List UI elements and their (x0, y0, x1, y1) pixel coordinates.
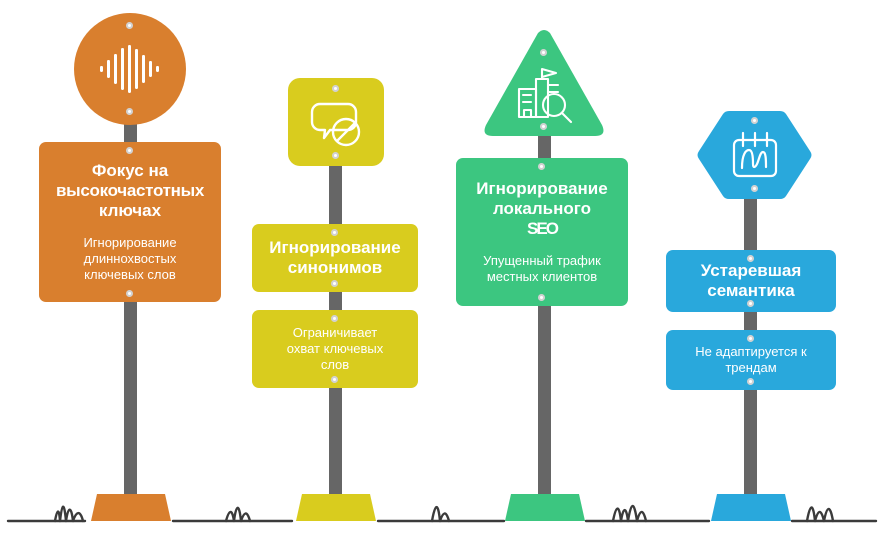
subtitle-line: ключевых слов (84, 267, 176, 283)
ground-line (6, 504, 878, 523)
panel-green-title: Игнорирование локального SEO (476, 179, 607, 239)
screw-dot (331, 229, 338, 236)
screw-dot (747, 378, 754, 385)
title-line: ключах (98, 200, 162, 220)
screw-dot (332, 85, 339, 92)
panel-blue-title[interactable]: Устаревшая семантика (666, 250, 836, 312)
screw-dot (331, 315, 338, 322)
screw-dot (332, 152, 339, 159)
audio-waveform-icon (74, 13, 186, 125)
panel-orange-subtitle: Игнорирование длиннохвостых ключевых сло… (83, 235, 176, 284)
screw-dot (331, 376, 338, 383)
city-search-icon (481, 51, 607, 140)
subtitle-line: слов (320, 357, 350, 373)
panel-yellow-subtitle[interactable]: Ограничивает охват ключевых слов (252, 310, 418, 388)
title-line: синонимов (287, 258, 383, 277)
subtitle-line: местных клиентов (486, 269, 598, 285)
subtitle-line: Упущенный трафик (483, 252, 601, 268)
screw-dot (126, 22, 133, 29)
screw-dot (538, 163, 545, 170)
title-line: Фокус на (91, 160, 169, 180)
base-yellow (296, 494, 376, 521)
screw-dot (540, 49, 547, 56)
panel-blue-title-text: Устаревшая семантика (701, 261, 802, 301)
subtitle-line: охват ключевых (286, 340, 384, 356)
screw-dot (126, 290, 133, 297)
panel-green[interactable]: Игнорирование локального SEO Упущенный т… (456, 158, 628, 306)
panel-blue-subtitle-text: Не адаптируется к трендам (695, 344, 806, 377)
title-line: Игнорирование (269, 237, 401, 257)
panel-orange[interactable]: Фокус на высокочастотных ключах Игнориро… (39, 142, 221, 302)
subtitle-line: Игнорирование (83, 234, 177, 250)
panel-orange-title: Фокус на высокочастотных ключах (56, 161, 204, 221)
calendar-trend-icon (696, 109, 813, 201)
head-shape-triangle-green (481, 29, 607, 140)
head-shape-hexagon-blue (696, 109, 813, 201)
base-green (505, 494, 585, 521)
screw-dot (538, 294, 545, 301)
title-line: Игнорирование (476, 178, 608, 198)
subtitle-line: длиннохвостых (83, 250, 177, 266)
title-line: локального (492, 198, 592, 218)
panel-blue-subtitle[interactable]: Не адаптируется к трендам (666, 330, 836, 390)
screw-dot (751, 185, 758, 192)
panel-green-subtitle: Упущенный трафик местных клиентов (483, 253, 601, 286)
screw-dot (126, 108, 133, 115)
base-orange (91, 494, 171, 521)
speech-bubble-blocked-icon (288, 78, 384, 166)
screw-dot (747, 300, 754, 307)
screw-dot (540, 123, 547, 130)
screw-dot (331, 280, 338, 287)
screw-dot (747, 335, 754, 342)
head-shape-circle-orange (74, 13, 186, 125)
base-blue (711, 494, 791, 521)
subtitle-line: Ограничивает (292, 324, 378, 340)
title-line: Устаревшая (700, 260, 802, 280)
panel-yellow-subtitle-text: Ограничивает охват ключевых слов (287, 325, 384, 374)
head-shape-square-yellow (288, 78, 384, 166)
subtitle-line: Не адаптируется к (695, 343, 807, 359)
screw-dot (751, 117, 758, 124)
panel-yellow-title-text: Игнорирование синонимов (269, 238, 400, 278)
title-line: семантика (707, 281, 795, 300)
screw-dot (126, 147, 133, 154)
subtitle-line: трендам (725, 360, 777, 375)
screw-dot (747, 255, 754, 262)
title-line: SEO (527, 218, 559, 238)
panel-yellow-title[interactable]: Игнорирование синонимов (252, 224, 418, 292)
title-line: высокочастотных (56, 180, 204, 200)
